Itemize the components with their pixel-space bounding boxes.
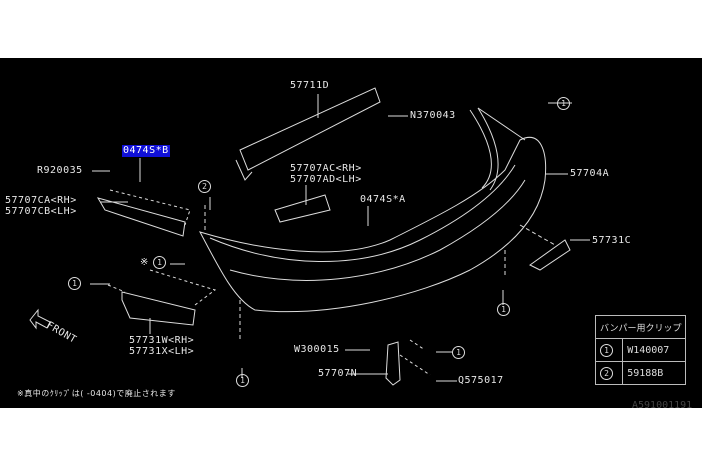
bottom-margin	[0, 409, 702, 468]
upper-bracket	[274, 194, 331, 223]
label-q575017[interactable]: Q575017	[458, 375, 504, 386]
reinforcement-beam	[239, 87, 381, 171]
callout-clip-1[interactable]: 1	[68, 277, 81, 290]
star-mark: ※	[140, 257, 149, 268]
clip-part-number[interactable]: W140007	[622, 338, 687, 362]
callout-clip-2: 2	[600, 366, 613, 380]
lower-bracket	[385, 341, 401, 386]
lower-side-bracket	[121, 291, 196, 326]
label-57707ad[interactable]: 57707AD<LH>	[290, 174, 362, 185]
side-bracket	[96, 197, 186, 237]
clip-table-header: バンパー用クリップ	[594, 315, 687, 339]
bumper-clip-table: バンパー用クリップ 1 W140007 2 59188B	[594, 315, 687, 385]
callout-clip-2[interactable]: 2	[198, 180, 211, 193]
callout-clip-1[interactable]: 1	[452, 346, 465, 359]
label-w300015[interactable]: W300015	[294, 344, 340, 355]
label-57707ac[interactable]: 57707AC<RH>	[290, 163, 362, 174]
callout-clip-1[interactable]: 1	[236, 374, 249, 387]
callout-clip-1[interactable]: 1	[153, 256, 166, 269]
callout-clip-1[interactable]: 1	[557, 97, 570, 110]
label-57707ca[interactable]: 57707CA<RH>	[5, 195, 77, 206]
label-57731x[interactable]: 57731X<LH>	[129, 346, 195, 357]
label-57731c[interactable]: 57731C	[592, 235, 632, 246]
bumper-cover	[199, 137, 547, 313]
label-57707n[interactable]: 57707N	[318, 368, 358, 379]
label-0474s-a[interactable]: 0474S*A	[360, 194, 406, 205]
table-row: 1 W140007	[594, 338, 687, 362]
label-n370043[interactable]: N370043	[410, 110, 456, 121]
label-57731w[interactable]: 57731W<RH>	[129, 335, 195, 346]
diagram-id: A591001191	[632, 400, 693, 411]
callout-clip-1: 1	[600, 343, 613, 357]
label-r920035[interactable]: R920035	[37, 165, 83, 176]
label-57704a[interactable]: 57704A	[570, 168, 610, 179]
clip-part-number[interactable]: 59188B	[622, 361, 687, 385]
corner-bracket	[529, 239, 571, 271]
table-row: 2 59188B	[594, 361, 687, 385]
label-57707cb[interactable]: 57707CB<LH>	[5, 206, 77, 217]
footnote: ※真中のｸﾘｯﾌﾟは( -0404)で廃止されます	[17, 389, 176, 398]
callout-clip-1[interactable]: 1	[497, 303, 510, 316]
front-arrow-icon	[29, 308, 51, 330]
label-57711d[interactable]: 57711D	[290, 80, 330, 91]
label-0474s-b[interactable]: 0474S*B	[122, 145, 170, 157]
